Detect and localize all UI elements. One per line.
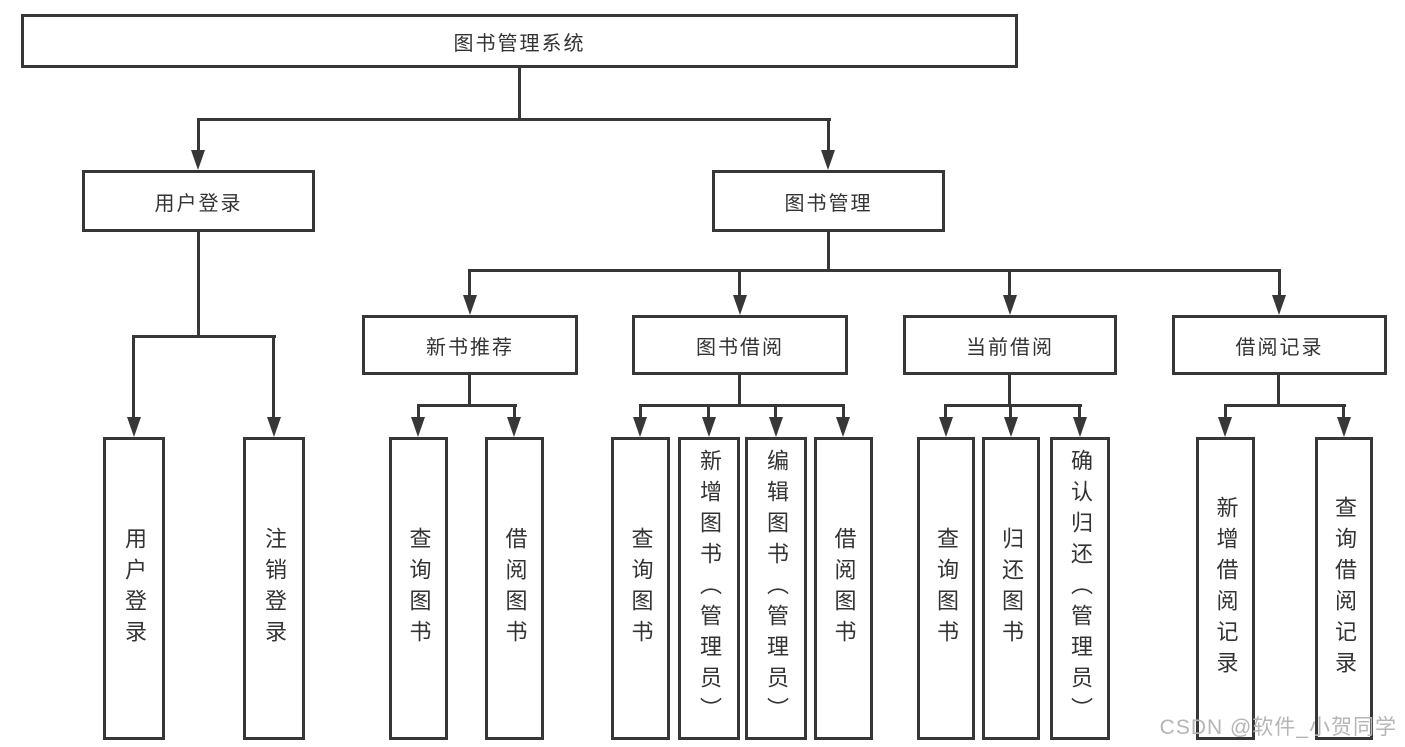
node-user-login-group: 用户登录 xyxy=(82,170,315,232)
arrow-down-icon xyxy=(769,417,783,437)
connector-vline xyxy=(513,407,516,419)
node-current-borrow: 当前借阅 xyxy=(903,315,1117,375)
connector-vline xyxy=(1009,407,1012,419)
connector-hline xyxy=(944,404,1082,407)
connector-hline xyxy=(132,335,276,338)
connector-vline xyxy=(827,232,830,272)
connector-vline xyxy=(1008,375,1011,407)
connector-vline xyxy=(1078,407,1081,419)
node-library-management-system: 图书管理系统 xyxy=(21,14,1018,68)
node-leaf-borrow-book-1: 借阅图书 xyxy=(485,437,544,740)
arrow-down-icon xyxy=(1218,417,1232,437)
connector-vline xyxy=(197,121,200,151)
arrow-down-icon xyxy=(267,417,281,437)
node-leaf-logout: 注销登录 xyxy=(243,437,305,740)
connector-vline xyxy=(944,407,947,419)
connector-hline xyxy=(197,118,831,121)
node-leaf-edit-book-admin: 编辑图书（管理员） xyxy=(745,437,807,740)
connector-vline xyxy=(639,407,642,419)
arrow-down-icon xyxy=(463,295,477,315)
arrow-down-icon xyxy=(1073,417,1087,437)
node-book-borrow: 图书借阅 xyxy=(632,315,848,375)
arrow-down-icon xyxy=(836,417,850,437)
arrow-down-icon xyxy=(1272,295,1286,315)
node-book-management: 图书管理 xyxy=(712,170,945,232)
connector-vline xyxy=(1342,407,1345,419)
arrow-down-icon xyxy=(127,417,141,437)
node-leaf-borrow-book-2: 借阅图书 xyxy=(814,437,873,740)
arrow-down-icon xyxy=(821,150,835,170)
arrow-down-icon xyxy=(1337,417,1351,437)
connector-vline xyxy=(738,375,741,407)
connector-hline xyxy=(1224,404,1346,407)
connector-vline xyxy=(1278,272,1281,296)
node-leaf-add-borrow-record: 新增借阅记录 xyxy=(1196,437,1255,740)
arrow-down-icon xyxy=(507,417,521,437)
connector-vline xyxy=(468,375,471,407)
connector-vline xyxy=(1224,407,1227,419)
arrow-down-icon xyxy=(1003,295,1017,315)
arrow-down-icon xyxy=(191,150,205,170)
node-leaf-add-book-admin: 新增图书（管理员） xyxy=(678,437,740,740)
arrow-down-icon xyxy=(939,417,953,437)
node-leaf-query-book-2: 查询图书 xyxy=(611,437,670,740)
connector-vline xyxy=(272,338,275,418)
connector-vline xyxy=(518,68,521,120)
connector-vline xyxy=(197,232,200,338)
connector-vline xyxy=(842,407,845,419)
connector-vline xyxy=(738,272,741,296)
node-leaf-user-login: 用户登录 xyxy=(103,437,165,740)
arrow-down-icon xyxy=(411,417,425,437)
node-leaf-confirm-return-admin: 确认归还（管理员） xyxy=(1050,437,1110,740)
connector-vline xyxy=(468,272,471,296)
node-leaf-query-book-1: 查询图书 xyxy=(389,437,448,740)
csdn-watermark: CSDN @软件_小贺同学 xyxy=(1159,716,1397,739)
connector-vline xyxy=(827,121,830,151)
connector-vline xyxy=(774,407,777,419)
node-leaf-return-book: 归还图书 xyxy=(982,437,1040,740)
arrow-down-icon xyxy=(702,417,716,437)
arrow-down-icon xyxy=(633,417,647,437)
node-borrow-records: 借阅记录 xyxy=(1172,315,1387,375)
node-leaf-query-book-3: 查询图书 xyxy=(917,437,975,740)
arrow-down-icon xyxy=(733,295,747,315)
node-leaf-query-borrow-record: 查询借阅记录 xyxy=(1315,437,1373,740)
connector-vline xyxy=(1008,272,1011,296)
connector-hline xyxy=(417,404,517,407)
arrow-down-icon xyxy=(1004,417,1018,437)
node-new-book-recommend: 新书推荐 xyxy=(362,315,578,375)
connector-vline xyxy=(132,338,135,418)
connector-hline xyxy=(468,269,1281,272)
connector-vline xyxy=(417,407,420,419)
connector-hline xyxy=(639,404,845,407)
connector-vline xyxy=(707,407,710,419)
connector-vline xyxy=(1277,375,1280,407)
